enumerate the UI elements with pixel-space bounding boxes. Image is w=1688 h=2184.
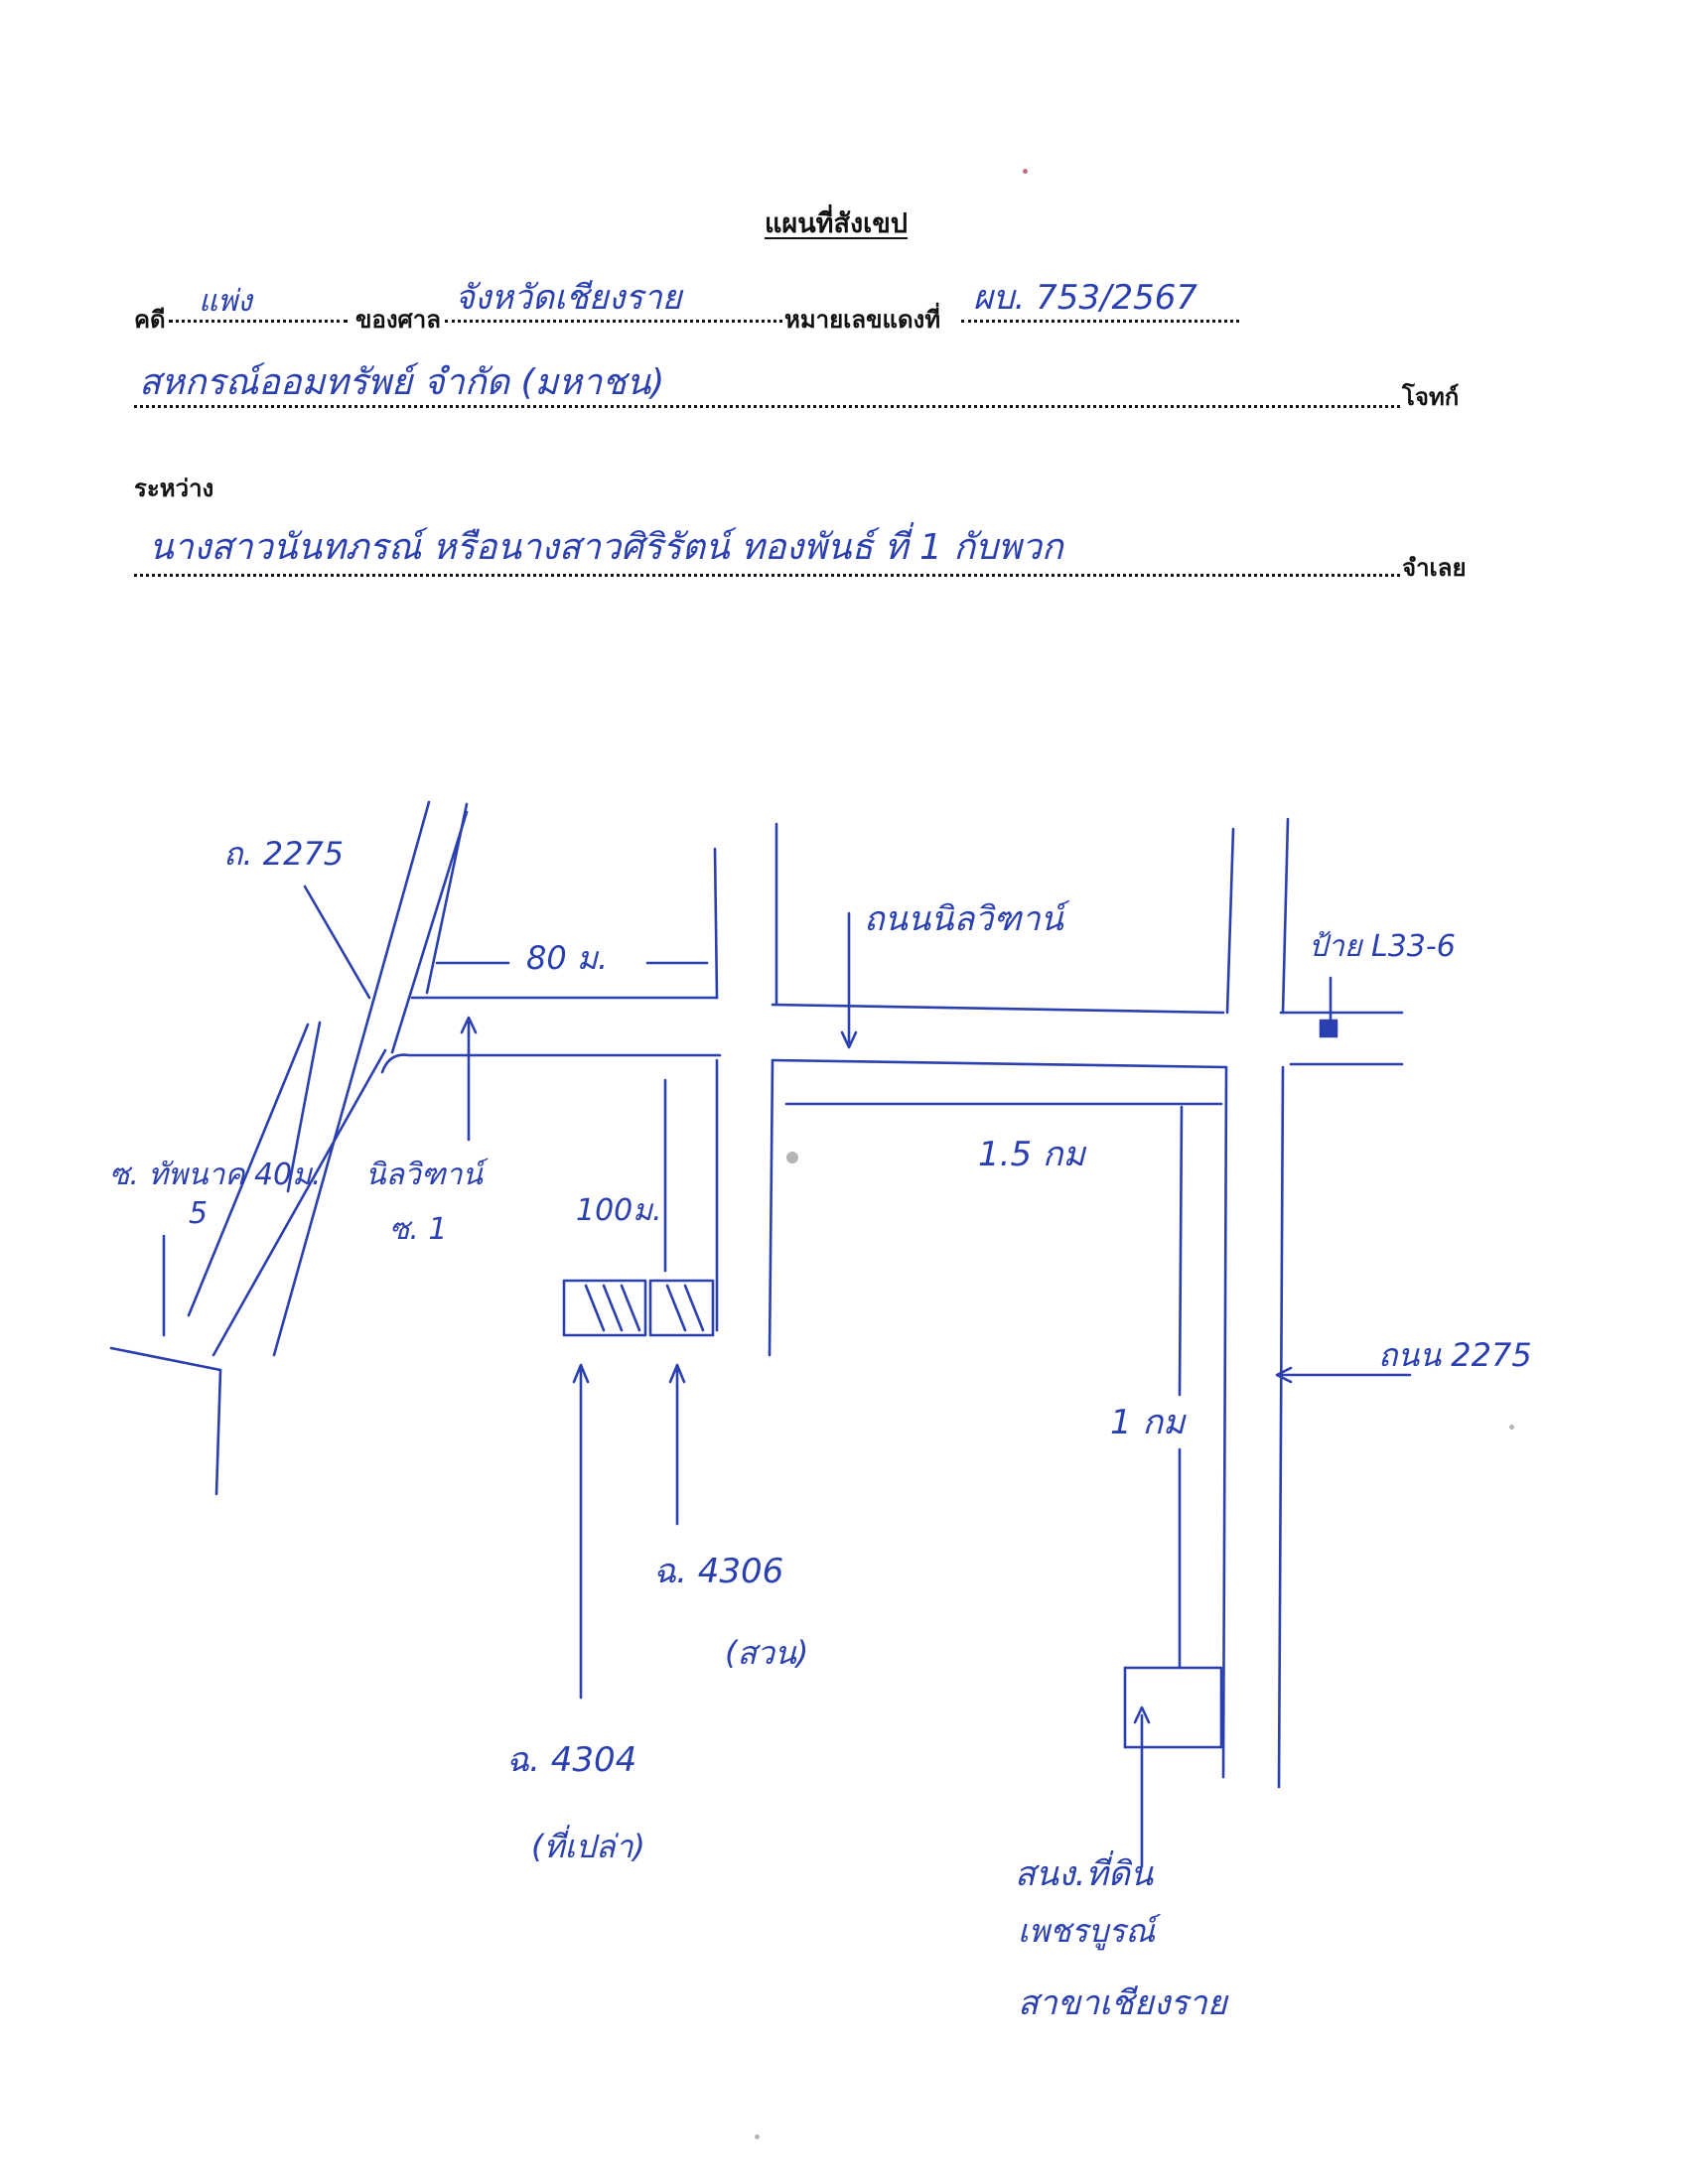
label-soi-nilvithan: นิลวิฑาน์: [365, 1158, 483, 1192]
top-road-mid-right: [1225, 827, 1235, 1015]
label-plot-4306: ฉ. 4306: [653, 1552, 784, 1591]
left-road-lower-2: [214, 1368, 222, 1496]
top-road-left-edge: [713, 847, 719, 1000]
main-road-bottom-mid: [771, 1058, 1228, 1069]
diagonal-road-top-edge: [390, 810, 469, 1054]
court-value: จังหวัดเชียงราย: [455, 278, 682, 318]
label-road-nilvithan: ถนนนิลวิฑาน์: [864, 899, 1063, 939]
plaintiff-dotted-line: [134, 405, 1400, 408]
defendant-value: นางสาวนันทภรณ์ หรือนางสาวศิริรัตน์ ทองพั…: [149, 527, 1063, 568]
defendant-dotted-line: [134, 574, 1400, 577]
plaintiff-value: สหกรณ์ออมทรัพย์ จำกัด (มหาชน): [139, 362, 665, 403]
arrowhead: [1133, 1706, 1151, 1724]
right-road-left-edge: [1221, 1065, 1228, 1779]
middle-road-vertical: [768, 1058, 774, 1357]
hatch: [683, 1284, 705, 1332]
label-plot-4306-note: (สวน): [725, 1634, 809, 1672]
court-label: ของศาล: [355, 305, 441, 334]
label-land-office-1: สนง.ที่ดิน: [1015, 1854, 1154, 1894]
label-soi-left-number: 5: [189, 1196, 209, 1231]
label-dist-1-5km: 1.5 กม: [978, 1135, 1085, 1174]
pointer-2275: [303, 885, 371, 1000]
case-value: แพ่ง: [199, 284, 252, 319]
label-plot-4304: ฉ. 4304: [506, 1740, 637, 1780]
court-dotted-line: [445, 320, 782, 323]
arrowhead: [1275, 1366, 1293, 1384]
diagonal-road-edge-right: [272, 800, 431, 1357]
redcase-dotted-line: [961, 320, 1239, 323]
label-plot-4304-note: (ที่เปล่า): [531, 1828, 645, 1865]
plaintiff-label: โจทก์: [1402, 382, 1460, 411]
scan-speck: [786, 1152, 798, 1163]
diagonal-road-upper-edge: [425, 802, 469, 995]
arrowhead: [668, 1363, 686, 1384]
label-land-office-2: เพชรบูรณ์: [1018, 1912, 1156, 1950]
defendant-label: จำเลย: [1402, 553, 1467, 582]
diagonal-road-corner: [380, 1053, 722, 1074]
label-road-2275-top: ถ. 2275: [223, 835, 345, 873]
label-land-office-3: สาขาเชียงราย: [1018, 1983, 1227, 2023]
label-dist-100m: 100ม.: [576, 1193, 662, 1228]
arrowhead: [460, 1016, 478, 1034]
document-title: แผนที่สังเขป: [765, 208, 908, 239]
redcase-label: หมายเลขแดงที่: [784, 305, 941, 334]
scan-speck: [1509, 1425, 1514, 1430]
label-dist-1km: 1 กม: [1110, 1403, 1186, 1442]
label-road-2275-right: ถนน 2275: [1378, 1336, 1532, 1374]
right-road-right-edge: [1277, 1065, 1285, 1789]
hatch: [602, 1284, 624, 1332]
scan-speck: [755, 2134, 760, 2139]
hatch: [620, 1284, 641, 1332]
case-label: คดี: [134, 305, 166, 334]
label-soi-1: ซ. 1: [389, 1212, 448, 1247]
left-road-lower: [109, 1346, 222, 1372]
redcase-value: ผบ. 753/2567: [973, 278, 1197, 318]
office-box: [1123, 1666, 1223, 1749]
diagonal-road-edge-left: [211, 1048, 387, 1357]
hatch: [584, 1284, 606, 1332]
arrowhead: [840, 1030, 858, 1049]
plot-4306-box: [648, 1279, 715, 1337]
arrowhead: [572, 1363, 590, 1384]
inner-road-vertical: [1178, 1105, 1184, 1397]
label-dist-80m: 80 ม.: [526, 939, 609, 977]
between-label: ระหว่าง: [134, 474, 214, 502]
main-road-top-mid: [771, 1003, 1225, 1015]
label-soi-left: ซ. ทัพนาค 40ม.: [109, 1158, 322, 1192]
case-dotted-line: [169, 320, 348, 323]
plot-4304-box: [562, 1279, 647, 1337]
label-marker-l33: ป้าย L33-6: [1309, 929, 1456, 964]
top-road-right-edge: [1281, 817, 1290, 1015]
marker-square: [1319, 1019, 1338, 1038]
scan-speck: [1023, 169, 1028, 174]
hatch: [665, 1284, 687, 1332]
